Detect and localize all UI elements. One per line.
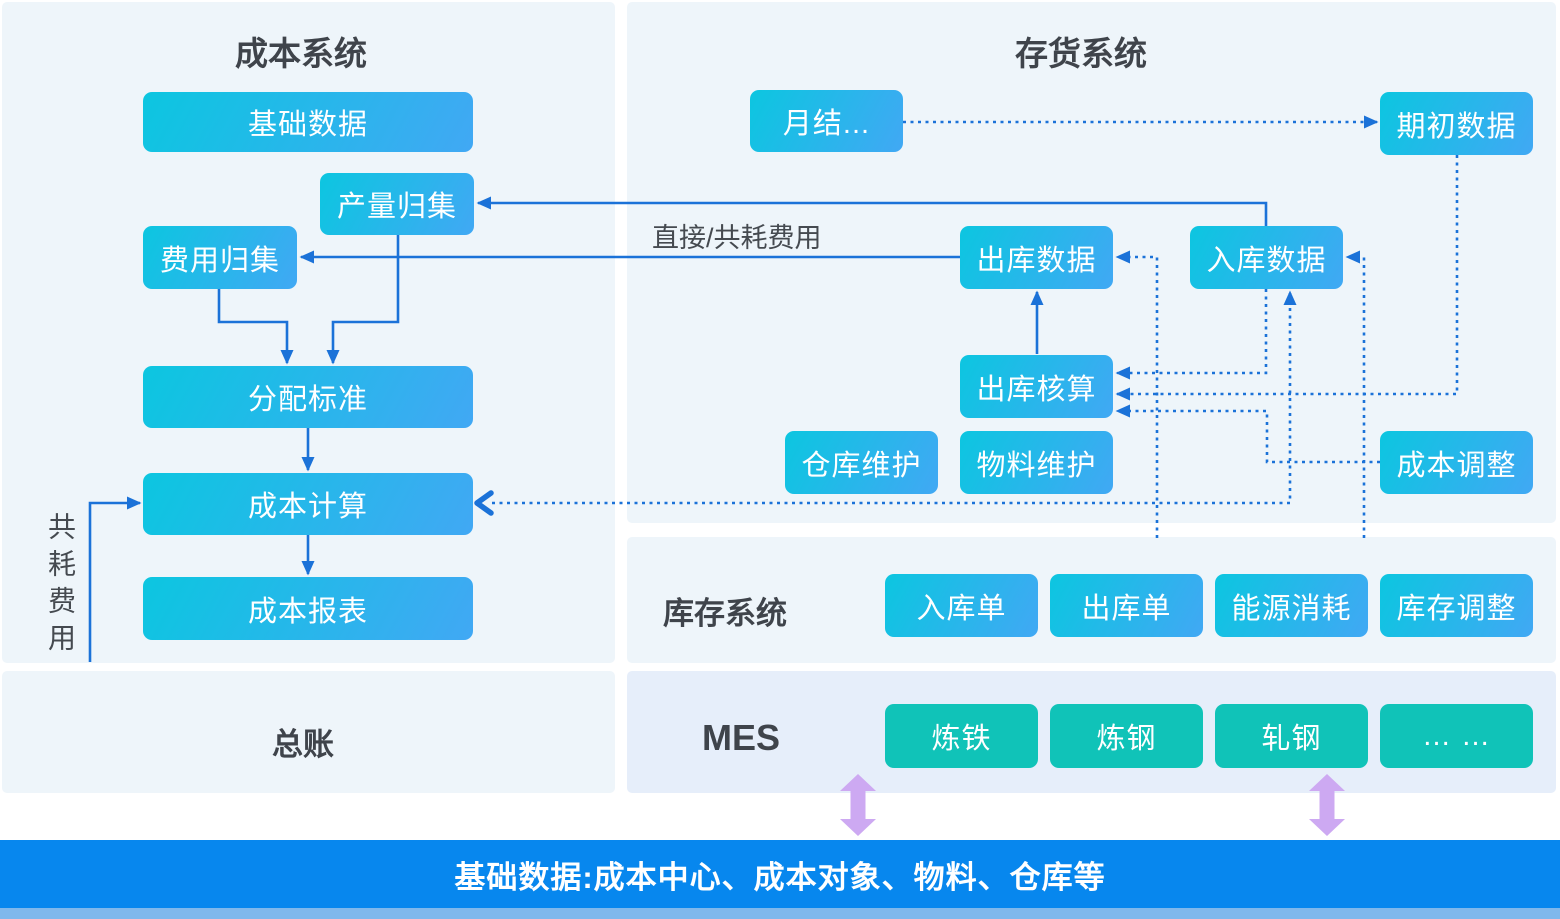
base-data-bar-strip [0,908,1560,919]
node-outbound-order: 出库单 [1050,574,1203,637]
node-outbound-accounting: 出库核算 [960,355,1113,418]
node-cost-report: 成本报表 [143,577,473,640]
double-arrow-icon-left [840,774,876,836]
node-material-maintenance: 物料维护 [960,431,1113,494]
node-basic-data: 基础数据 [143,92,473,152]
node-output-collection: 产量归集 [320,173,474,235]
chevron-arrowhead-cost-calculation [474,490,494,516]
purple-double-arrows [840,774,1345,836]
node-cost-adjustment: 成本调整 [1380,431,1533,494]
node-mes-more: … … [1380,704,1533,768]
edge-shared-cost-to-cost-calculation [88,496,142,662]
node-warehouse-maintenance: 仓库维护 [785,431,938,494]
edge-long-dotted-to-cost-calculation-and-inbound-data [492,290,1297,505]
shared-cost-edge-label: 共耗费用 [45,512,76,660]
direct-shared-cost-edge-label: 直接/共耗费用 [652,223,822,253]
node-opening-data: 期初数据 [1380,92,1533,155]
node-energy-consumption: 能源消耗 [1215,574,1368,637]
base-data-bar-text: 基础数据:成本中心、成本对象、物料、仓库等 [454,859,1106,895]
edge-warehouse-to-inbound-data [1345,250,1366,538]
mes-title: MES [702,717,781,758]
edge-expense-collection-to-allocation-standard [217,288,294,365]
edge-inbound-data-to-output-collection [476,196,1268,227]
node-month-end: 月结... [750,90,903,152]
inventory-system-title: 存货系统 [1015,35,1147,72]
edge-output-collection-to-allocation-standard [326,235,400,365]
base-data-bar: 基础数据:成本中心、成本对象、物料、仓库等 [0,840,1560,908]
node-inbound-order: 入库单 [885,574,1038,637]
node-iron-making: 炼铁 [885,704,1038,768]
ledger-title: 总账 [272,727,334,762]
double-arrow-icon-right [1309,774,1345,836]
warehouse-system-title: 库存系统 [663,596,787,631]
node-steel-rolling: 轧钢 [1215,704,1368,768]
node-inventory-adjustment: 库存调整 [1380,574,1533,637]
edge-outbound-order-to-outbound-data [1115,250,1159,538]
ledger-panel [2,671,615,793]
cost-system-title: 成本系统 [235,35,367,72]
node-allocation-standard: 分配标准 [143,366,473,428]
edge-inbound-data-to-outbound-accounting [1115,289,1268,380]
node-outbound-data: 出库数据 [960,226,1113,289]
edge-opening-data-to-outbound-accounting [1115,155,1459,401]
node-steel-making: 炼钢 [1050,704,1203,768]
node-cost-calculation: 成本计算 [143,473,473,535]
node-inbound-data: 入库数据 [1190,226,1343,289]
node-expense-collection: 费用归集 [143,226,297,289]
